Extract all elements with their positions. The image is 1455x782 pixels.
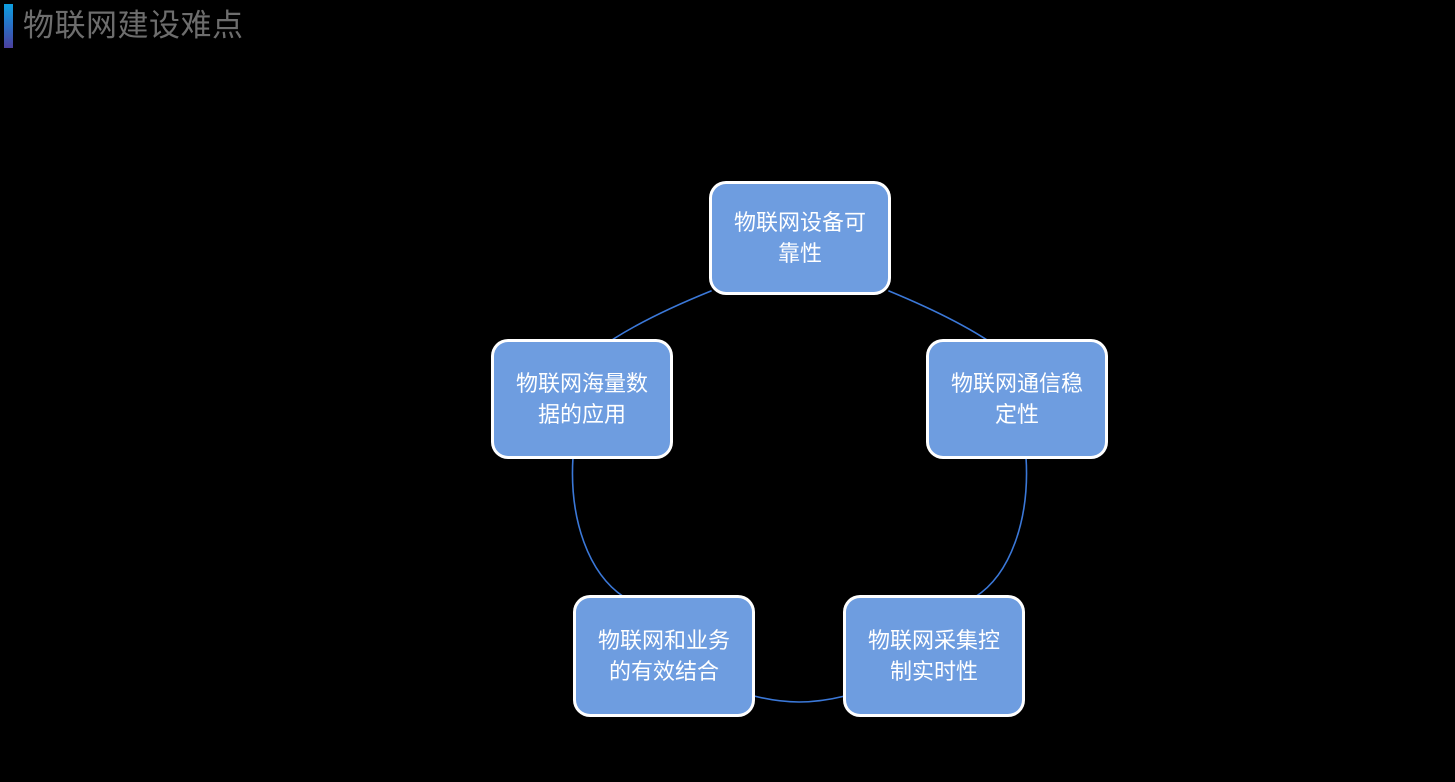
page-title: 物联网建设难点 <box>23 8 244 43</box>
cycle-node-0[interactable]: 物联网设备可 靠性 <box>712 184 888 292</box>
gradient-accent-bar <box>4 4 13 48</box>
cycle-node-1-label: 物联网通信稳 定性 <box>950 371 1083 427</box>
cycle-node-4-label: 物联网海量数 据的应用 <box>515 371 648 427</box>
slide-header: 物联网建设难点 <box>0 0 1455 60</box>
cycle-node-2-label: 物联网采集控 制实时性 <box>867 628 1000 684</box>
cycle-node-0-label: 物联网设备可 靠性 <box>733 210 866 266</box>
cycle-node-4[interactable]: 物联网海量数 据的应用 <box>494 342 670 456</box>
cycle-node-3-label: 物联网和业务 的有效结合 <box>597 628 730 684</box>
arc-bottomleft-to-left <box>571 456 625 598</box>
cycle-node-2[interactable]: 物联网采集控 制实时性 <box>846 598 1022 714</box>
cycle-node-1[interactable]: 物联网通信稳 定性 <box>929 342 1105 456</box>
arc-right-to-bottomright <box>974 456 1028 598</box>
arc-bottomright-to-bottomleft <box>753 695 846 703</box>
cycle-node-3[interactable]: 物联网和业务 的有效结合 <box>576 598 752 714</box>
